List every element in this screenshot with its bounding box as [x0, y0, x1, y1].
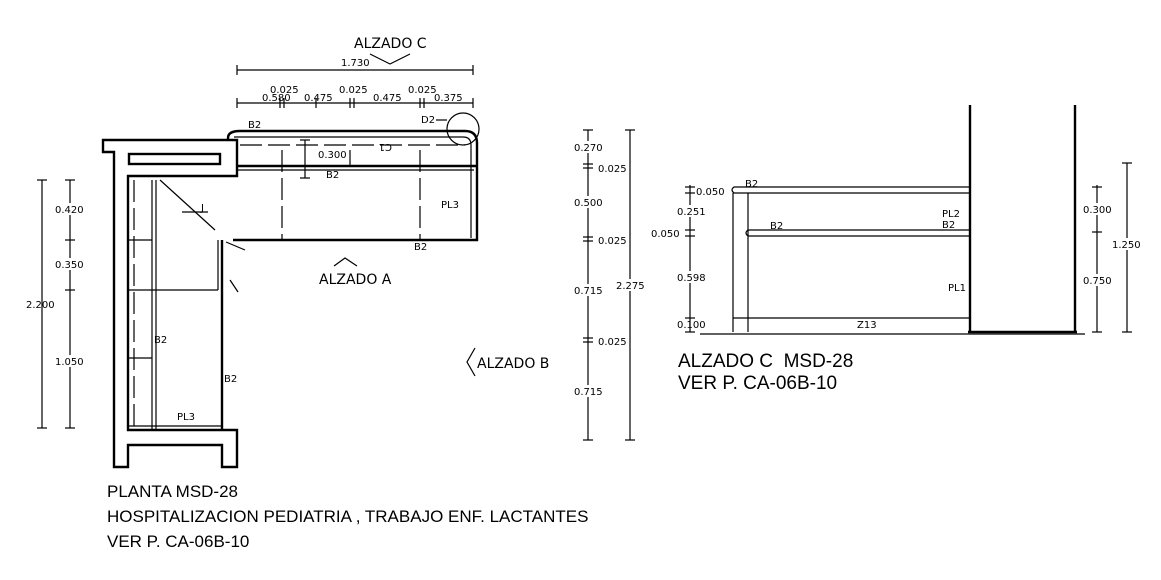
dim-part: 0.025 [270, 85, 299, 96]
label-b2: B2 [326, 170, 339, 181]
label-d2: D2 [421, 115, 435, 126]
dim-part: 0.715 [574, 387, 603, 398]
label-b2: B2 [770, 221, 783, 232]
dim-part: 0.750 [1083, 276, 1112, 287]
section-mark-alzado-c: ALZADO C [354, 36, 427, 52]
dim-total-height: 2.275 [616, 281, 645, 292]
dim-part: 0.025 [598, 164, 627, 175]
dim-part: 0.350 [55, 260, 84, 271]
elevation-view: B2 B2 PL2 B2 PL1 Z13 0.050 0.251 0.050 0… [651, 105, 1143, 394]
dim-depth: 0.300 [318, 150, 347, 161]
dim-part: 0.251 [677, 207, 706, 218]
elevation-title: ALZADO C MSD-28 [678, 351, 853, 372]
label-pl3: PL3 [441, 200, 459, 211]
dim-part: 0.475 [373, 93, 402, 104]
label-b2: B2 [942, 220, 955, 231]
dim-part: 0.050 [651, 229, 680, 240]
dim-part: 0.598 [677, 273, 706, 284]
label-pl1: PL1 [948, 283, 966, 294]
plan-reference: VER P. CA-06B-10 [107, 532, 249, 551]
label-c1: C1 [379, 141, 392, 152]
dim-part: 0.050 [696, 187, 725, 198]
dim-part: 0.580 [262, 93, 291, 104]
dim-part: 0.420 [55, 205, 84, 216]
dim-part: 0.025 [408, 85, 437, 96]
dim-part: 0.100 [677, 320, 706, 331]
label-b2: B2 [745, 179, 758, 190]
label-b2: B2 [414, 242, 427, 253]
dim-part: 0.475 [304, 93, 333, 104]
label-pl2: PL2 [942, 209, 960, 220]
label-j: J [200, 203, 204, 214]
dim-total-height: 1.250 [1112, 240, 1141, 251]
dim-part: 0.025 [339, 85, 368, 96]
dim-part: 0.270 [574, 143, 603, 154]
section-mark-alzado-a: ALZADO A [319, 272, 392, 288]
dim-part: 0.300 [1083, 205, 1112, 216]
label-z13: Z13 [857, 320, 877, 331]
plan-view: B2 D2 C1 0.300 B2 PL3 B2 J B2 B2 PL3 ALZ… [26, 36, 588, 551]
label-b2: B2 [224, 374, 237, 385]
dim-total-depth: 2.200 [26, 300, 55, 311]
dim-part: 0.025 [598, 337, 627, 348]
label-b2: B2 [154, 335, 167, 346]
label-pl3: PL3 [177, 412, 195, 423]
dim-part: 1.050 [55, 357, 84, 368]
dim-part: 0.500 [574, 198, 603, 209]
dim-total-width: 1.730 [341, 58, 370, 69]
dim-part: 0.715 [574, 286, 603, 297]
dim-part: 0.375 [434, 93, 463, 104]
dim-part: 0.025 [598, 236, 627, 247]
label-b2: B2 [248, 120, 261, 131]
detail-callout-circle [446, 112, 480, 146]
plan-subtitle: HOSPITALIZACION PEDIATRIA , TRABAJO ENF.… [107, 507, 588, 526]
height-dimensions: 0.270 0.025 0.500 0.025 0.715 0.025 0.71… [572, 129, 646, 441]
elevation-reference: VER P. CA-06B-10 [678, 373, 837, 394]
section-mark-alzado-b: ALZADO B [477, 356, 549, 372]
plan-title: PLANTA MSD-28 [107, 482, 238, 501]
